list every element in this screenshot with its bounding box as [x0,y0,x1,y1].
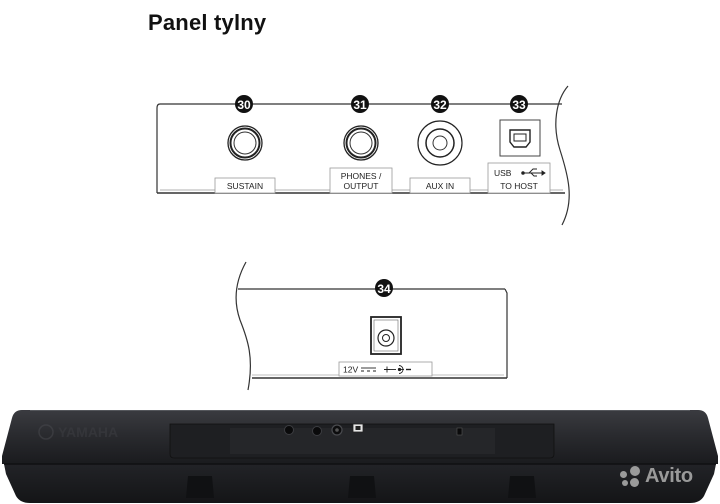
avito-logo-icon [620,465,642,488]
dc-symbol-icon [361,367,376,372]
connector-34-dc-in: 34 12V [338,279,433,377]
svg-text:PHONES /: PHONES / [341,171,382,181]
svg-text:33: 33 [512,98,526,112]
yamaha-logo-emboss: YAMAHA [38,424,118,440]
svg-text:YAMAHA: YAMAHA [58,424,118,440]
avito-text: Avito [645,465,693,487]
avito-watermark: Avito [620,465,693,488]
svg-text:12V: 12V [343,365,358,375]
svg-text:SUSTAIN: SUSTAIN [227,181,263,191]
svg-text:31: 31 [353,98,367,112]
svg-text:OUTPUT: OUTPUT [344,181,379,191]
connector-33-usb-to-host: 33 USB TO HOST [487,95,551,194]
svg-text:TO HOST: TO HOST [500,181,538,191]
bottom-panel-outline [235,261,508,391]
keyboard-rear-photo: YAMAHA [2,410,718,503]
svg-text:30: 30 [237,98,251,112]
usb-icon [521,168,546,177]
svg-text:USB: USB [494,168,512,178]
polarity-symbol-icon [384,365,411,374]
page-title: Panel tylny [148,10,267,35]
svg-text:32: 32 [433,98,447,112]
svg-text:AUX IN: AUX IN [426,181,454,191]
connector-30-sustain: 30 SUSTAIN [214,95,276,194]
svg-text:34: 34 [377,282,391,296]
connector-31-phones-output: 31 PHONES / OUTPUT [329,95,393,194]
connector-32-aux-in: 32 AUX IN [409,95,471,194]
